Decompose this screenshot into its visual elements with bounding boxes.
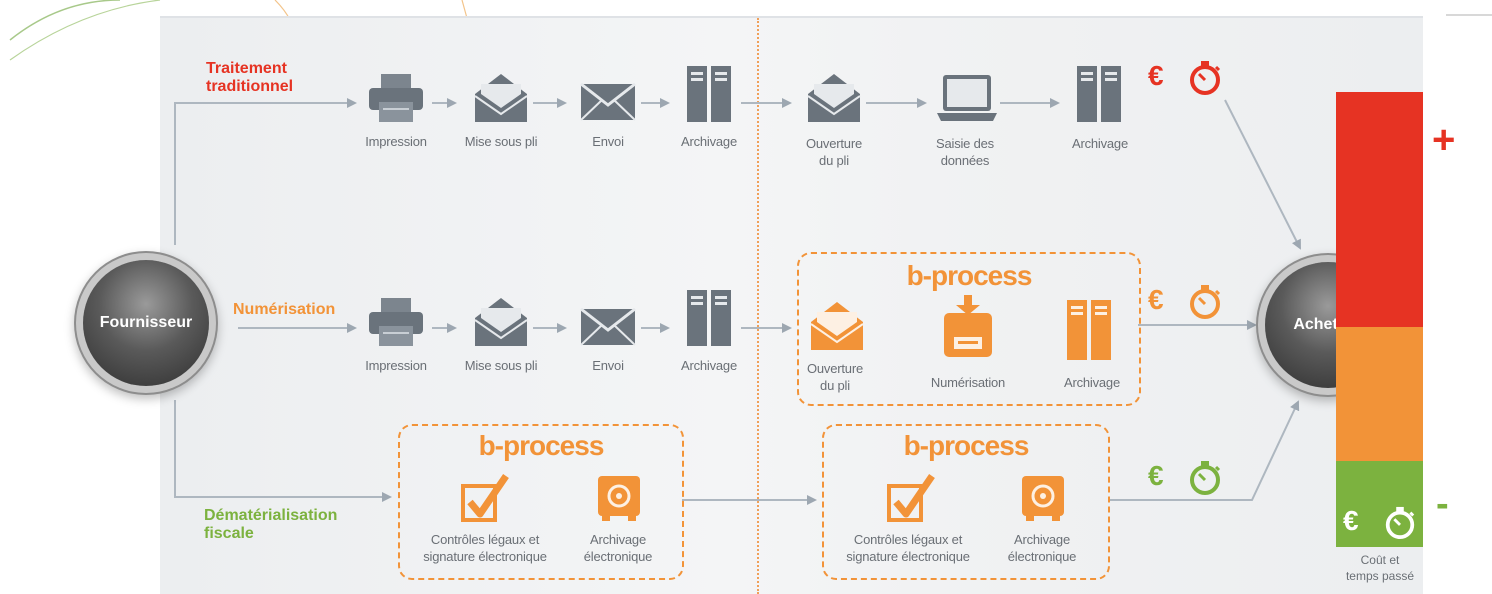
step-label-line2: électronique <box>583 549 653 564</box>
step-label: Archivage <box>680 134 737 149</box>
step-label: Contrôles légaux et signature électroniq… <box>405 531 565 565</box>
euro-icon: € <box>1148 60 1164 91</box>
step-label-line2: électronique <box>1007 549 1077 564</box>
step-label-line1: Archivage <box>589 532 646 547</box>
checkbox-icon <box>461 474 509 522</box>
step-label: Mise sous pli <box>464 358 538 373</box>
bprocess-box-supplier: b-process <box>398 424 684 580</box>
envelope-open-icon <box>807 74 861 122</box>
step-label: Archivage <box>1063 375 1120 390</box>
euro-icon: € <box>1148 284 1164 315</box>
envelope-icon <box>580 308 636 346</box>
step-label: Archivage électronique <box>568 531 668 565</box>
printer-icon <box>369 298 423 346</box>
step-label-line1: Ouverture <box>806 361 863 376</box>
safe-icon <box>1022 476 1064 521</box>
traditional-title: Traitement traditionnel <box>206 60 293 96</box>
archive-binder-icon <box>687 66 731 122</box>
archive-binder-icon <box>687 290 731 346</box>
step-label: Envoi <box>592 358 624 373</box>
safe-icon <box>598 476 640 521</box>
minus-sign: - <box>1436 483 1449 525</box>
traditional-title-line1: Traitement <box>206 60 287 77</box>
cost-bar-medium <box>1336 327 1423 461</box>
archive-binder-icon <box>1067 300 1111 360</box>
cost-time-label-line2: temps passé <box>1345 569 1415 583</box>
step-label-line1: Saisie des <box>936 136 994 151</box>
digitization-title: Numérisation <box>233 301 336 318</box>
checkbox-icon <box>887 474 935 522</box>
envelope-open-icon <box>810 302 864 350</box>
top-right-rule <box>1446 14 1492 16</box>
supplier-label: Fournisseur <box>99 314 193 331</box>
step-label: Archivage électronique <box>992 531 1092 565</box>
step-label-line2: signature électronique <box>846 549 970 564</box>
demat-title-line1: Dématérialisation <box>204 507 338 524</box>
euro-icon: € <box>1343 505 1359 536</box>
archive-binder-icon <box>1077 66 1121 122</box>
top-rule <box>160 16 1423 18</box>
bprocess-box-buyer: b-process <box>822 424 1110 580</box>
euro-icon: € <box>1148 460 1164 491</box>
bprocess-box-digitization: b-process <box>797 252 1141 406</box>
bprocess-title: b-process <box>478 430 605 461</box>
step-label-line2: données <box>940 153 990 168</box>
step-label: Numérisation <box>930 375 1006 390</box>
envelope-open-icon <box>474 298 528 346</box>
supplier-node: Fournisseur <box>83 260 209 386</box>
supplier-buyer-divider <box>757 18 759 594</box>
step-label-line1: Archivage <box>1013 532 1070 547</box>
demat-title-line2: fiscale <box>204 525 254 542</box>
stopwatch-icon <box>1190 461 1221 495</box>
bprocess-title: b-process <box>906 260 1033 291</box>
step-label: Impression <box>365 134 427 149</box>
step-label: Ouverture du pli <box>784 135 884 169</box>
stopwatch-icon <box>1385 506 1415 540</box>
step-label: Mise sous pli <box>464 134 538 149</box>
cost-time-label-line1: Coût et <box>1360 553 1400 567</box>
step-label: Archivage <box>1071 136 1128 151</box>
step-label: Ouverture du pli <box>785 360 885 394</box>
step-label: Envoi <box>592 134 624 149</box>
envelope-icon <box>580 83 636 121</box>
step-label-line2: du pli <box>819 153 849 168</box>
printer-icon <box>369 74 423 122</box>
stopwatch-icon <box>1190 285 1221 319</box>
scanner-icon <box>944 295 992 357</box>
step-label: Impression <box>365 358 427 373</box>
envelope-open-icon <box>474 74 528 122</box>
traditional-title-line2: traditionnel <box>206 78 294 95</box>
step-label-line1: Contrôles légaux et <box>853 532 963 547</box>
step-label-line1: Contrôles légaux et <box>430 532 540 547</box>
cost-time-label: Coût et temps passé <box>1330 552 1430 584</box>
dematerialization-title: Dématérialisation fiscale <box>204 507 337 543</box>
stopwatch-icon <box>1190 61 1221 95</box>
cost-bar-high <box>1336 92 1423 327</box>
laptop-icon <box>937 75 997 121</box>
bprocess-title: b-process <box>903 430 1030 461</box>
step-label: Contrôles légaux et signature électroniq… <box>828 531 988 565</box>
step-label-line1: Ouverture <box>805 136 862 151</box>
step-label: Archivage <box>680 358 737 373</box>
plus-sign: + <box>1432 118 1456 162</box>
step-label-line2: du pli <box>820 378 850 393</box>
step-label-line2: signature électronique <box>423 549 547 564</box>
step-label: Saisie des données <box>915 135 1015 169</box>
